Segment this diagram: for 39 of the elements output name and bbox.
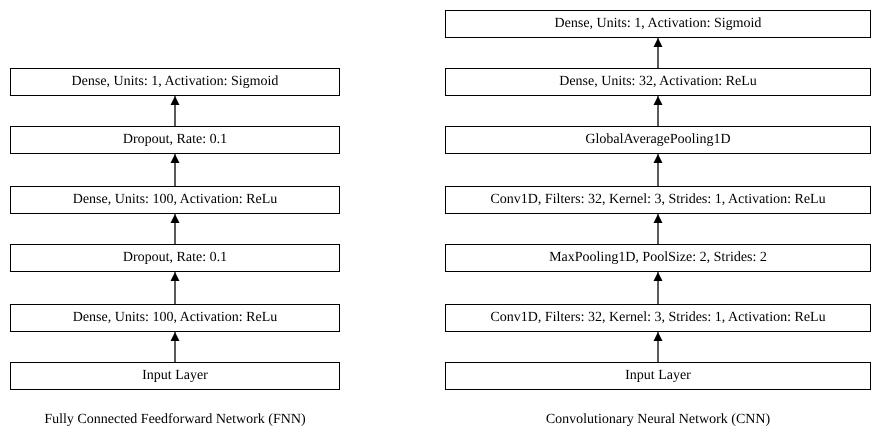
layer-box: [445, 244, 871, 272]
layer-label: Input Layer: [142, 368, 208, 384]
layer-box: [445, 10, 871, 38]
layer-box: [445, 186, 871, 214]
layer-box: [445, 304, 871, 332]
arrow: [653, 38, 663, 68]
layer-label: Conv1D, Filters: 32, Kernel: 3, Strides: 1, Activation: ReLu: [490, 310, 826, 326]
caption: Convolutionary Neural Network (CNN): [546, 412, 770, 428]
layer-label: Conv1D, Filters: 32, Kernel: 3, Strides: 1, Activation: ReLu: [490, 192, 826, 208]
arrow: [653, 332, 663, 362]
arrow: [170, 214, 180, 244]
layer-box: [10, 68, 340, 96]
layer-box: [10, 304, 340, 332]
layer-label: Dense, Units: 32, Activation: ReLu: [559, 74, 757, 90]
layer-label: Dense, Units: 100, Activation: ReLu: [72, 310, 278, 326]
layer-label: Dropout, Rate: 0.1: [122, 250, 228, 266]
layer-box: [10, 244, 340, 272]
layer-label: Dense, Units: 1, Activation: Sigmoid: [72, 74, 278, 90]
arrow: [653, 96, 663, 126]
arrow: [653, 154, 663, 186]
caption: Fully Connected Feedforward Network (FNN): [44, 412, 306, 428]
layer-box: [445, 68, 871, 96]
layer-box: [10, 186, 340, 214]
layer-box: [10, 126, 340, 154]
arrow: [653, 272, 663, 304]
arrow: [653, 214, 663, 244]
layer-label: GlobalAveragePooling1D: [585, 132, 731, 148]
layer-label: Dense, Units: 100, Activation: ReLu: [72, 192, 278, 208]
arrow: [170, 96, 180, 126]
arrow: [170, 272, 180, 304]
layer-label: Dense, Units: 1, Activation: Sigmoid: [554, 16, 762, 32]
layer-box: [445, 126, 871, 154]
layer-label: Dropout, Rate: 0.1: [122, 132, 228, 148]
layer-box: [10, 362, 340, 390]
arrow: [170, 332, 180, 362]
layer-box: [445, 362, 871, 390]
layer-label: MaxPooling1D, PoolSize: 2, Strides: 2: [549, 250, 767, 266]
layer-label: Input Layer: [625, 368, 691, 384]
arrow: [170, 154, 180, 186]
